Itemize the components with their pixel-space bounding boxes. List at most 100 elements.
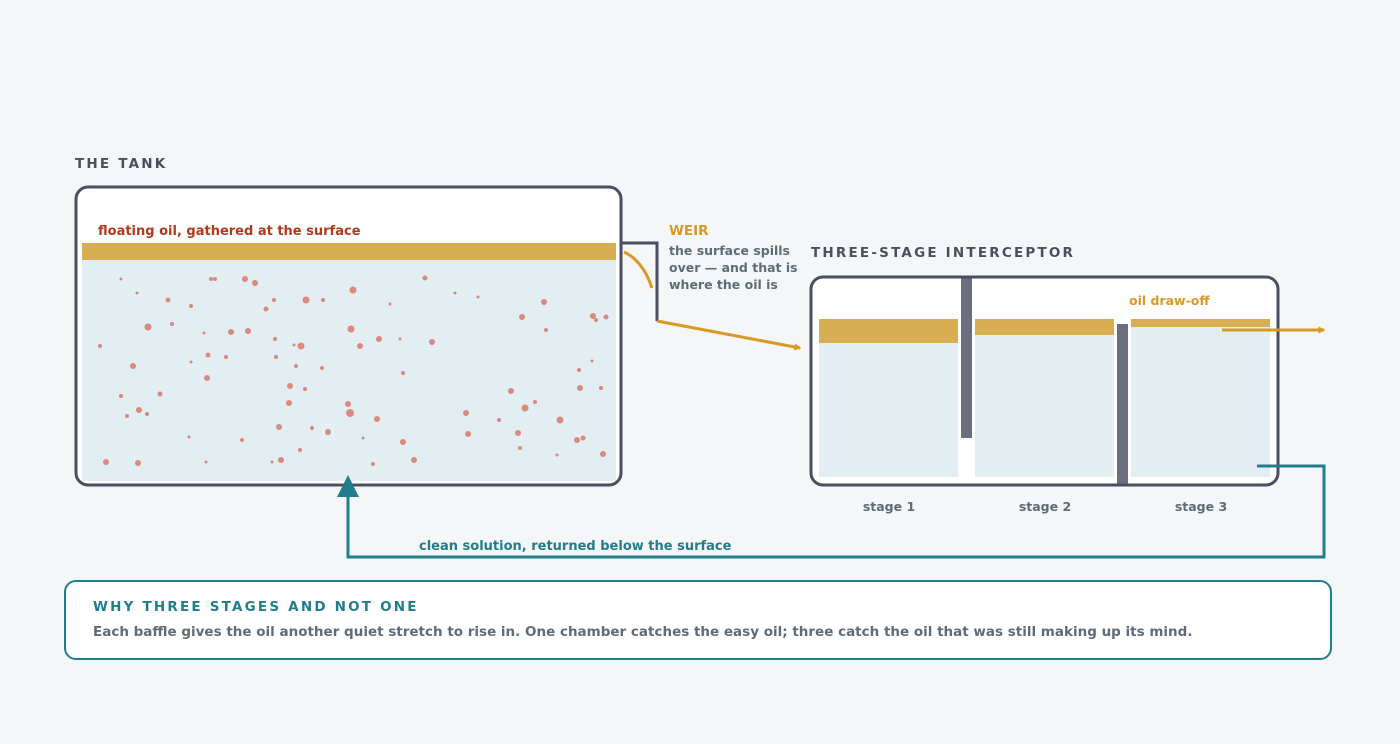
oil-droplet bbox=[453, 291, 457, 295]
oil-droplet bbox=[398, 337, 402, 341]
stage-2-water bbox=[975, 335, 1114, 477]
oil-droplet bbox=[361, 436, 365, 440]
oil-droplet bbox=[411, 457, 417, 463]
tank-oil-layer bbox=[82, 243, 616, 260]
weir-outflow-arrow bbox=[656, 319, 802, 351]
oil-droplet bbox=[603, 314, 609, 320]
interceptor bbox=[809, 275, 1280, 487]
tank-water bbox=[82, 260, 616, 481]
stage-3-water bbox=[1131, 327, 1270, 477]
oil-droplet bbox=[286, 400, 292, 406]
oil-droplet bbox=[429, 339, 435, 345]
oil-droplet bbox=[119, 394, 123, 398]
clean-return-line bbox=[346, 464, 1326, 559]
oil-droplets bbox=[98, 275, 609, 466]
stage-1-water bbox=[819, 343, 958, 477]
baffle-1 bbox=[961, 278, 972, 438]
oil-droplet bbox=[170, 322, 174, 326]
oil-droplet bbox=[224, 355, 228, 359]
oil-droplet bbox=[518, 446, 522, 450]
oil-droplet bbox=[574, 437, 580, 443]
oil-droplet bbox=[245, 328, 251, 334]
oil-droplet bbox=[349, 286, 357, 294]
baffle-2 bbox=[1117, 324, 1128, 484]
oil-droplet bbox=[204, 375, 210, 381]
stage-2-oil bbox=[975, 319, 1114, 335]
oil-droplet bbox=[577, 368, 581, 372]
oil-droplet bbox=[541, 299, 547, 305]
oil-droplet bbox=[252, 280, 258, 286]
explanation-callout: WHY THREE STAGES AND NOT ONE Each baffle… bbox=[64, 580, 1332, 660]
oil-droplet bbox=[130, 363, 136, 369]
stage-3-label: stage 3 bbox=[1175, 499, 1227, 514]
oil-droplet bbox=[401, 371, 405, 375]
oil-droplet bbox=[119, 277, 123, 281]
oil-droplet bbox=[302, 296, 310, 304]
oil-droplet bbox=[298, 448, 302, 452]
oil-droplet bbox=[165, 297, 171, 303]
oil-droplet bbox=[594, 318, 598, 322]
oil-droplet bbox=[276, 424, 282, 430]
oil-droplet bbox=[577, 385, 583, 391]
oil-droplet bbox=[374, 416, 380, 422]
oil-droplet bbox=[270, 460, 274, 464]
oil-droplet bbox=[599, 386, 603, 390]
oil-droplet bbox=[189, 360, 193, 364]
oil-droplet bbox=[600, 451, 606, 457]
oil-droplet bbox=[297, 342, 305, 350]
oil-droplet bbox=[136, 407, 142, 413]
weir-description-line-1: the surface spills bbox=[669, 243, 790, 258]
tank bbox=[74, 185, 623, 487]
oil-droplet bbox=[213, 277, 217, 281]
oil-droplet bbox=[321, 298, 325, 302]
oil-droplet bbox=[533, 400, 537, 404]
oil-droplet bbox=[590, 359, 594, 363]
weir-overflow-stream bbox=[623, 250, 654, 289]
oil-droplet bbox=[376, 336, 382, 342]
oil-droplet bbox=[187, 435, 191, 439]
oil-droplet bbox=[145, 412, 149, 416]
oil-droplet bbox=[422, 275, 428, 281]
oil-droplet bbox=[209, 277, 213, 281]
oil-droplet bbox=[189, 304, 193, 308]
oil-droplet bbox=[263, 306, 269, 312]
oil-droplet bbox=[287, 383, 293, 389]
oil-droplet bbox=[371, 462, 375, 466]
oil-droplet bbox=[320, 366, 324, 370]
oil-droplet bbox=[98, 344, 102, 348]
oil-droplet bbox=[521, 404, 529, 412]
oil-droplet bbox=[135, 291, 139, 295]
callout-body: Each baffle gives the oil another quiet … bbox=[93, 624, 1193, 640]
callout-title: WHY THREE STAGES AND NOT ONE bbox=[93, 599, 419, 615]
stage-1-label: stage 1 bbox=[863, 499, 915, 514]
oil-droplet bbox=[400, 439, 406, 445]
tank-title: THE TANK bbox=[75, 156, 167, 172]
oil-droplet bbox=[580, 435, 586, 441]
oil-droplet bbox=[519, 314, 525, 320]
oil-droplet bbox=[144, 323, 152, 331]
oil-droplet bbox=[228, 329, 234, 335]
oil-droplet bbox=[544, 328, 548, 332]
oil-droplet bbox=[346, 409, 354, 417]
oil-droplet bbox=[135, 460, 141, 466]
stage-2-label: stage 2 bbox=[1019, 499, 1071, 514]
oil-layer-label: floating oil, gathered at the surface bbox=[98, 224, 361, 239]
oil-droplet bbox=[125, 414, 129, 418]
oil-draw-off-label: oil draw-off bbox=[1129, 293, 1210, 308]
oil-droplet bbox=[303, 387, 307, 391]
weir-outline bbox=[620, 241, 659, 321]
oil-droplet bbox=[347, 325, 355, 333]
oil-droplet bbox=[103, 459, 109, 465]
oil-droplet bbox=[508, 388, 514, 394]
oil-droplet bbox=[476, 295, 480, 299]
oil-droplet bbox=[465, 431, 471, 437]
oil-droplet bbox=[590, 313, 596, 319]
stage-1-oil bbox=[819, 319, 958, 343]
oil-droplet bbox=[325, 429, 331, 435]
interceptor-title: THREE-STAGE INTERCEPTOR bbox=[811, 245, 1075, 261]
oil-droplet bbox=[556, 416, 564, 424]
oil-droplet bbox=[345, 401, 351, 407]
oil-droplet bbox=[242, 276, 248, 282]
stage-3-oil bbox=[1131, 319, 1270, 327]
